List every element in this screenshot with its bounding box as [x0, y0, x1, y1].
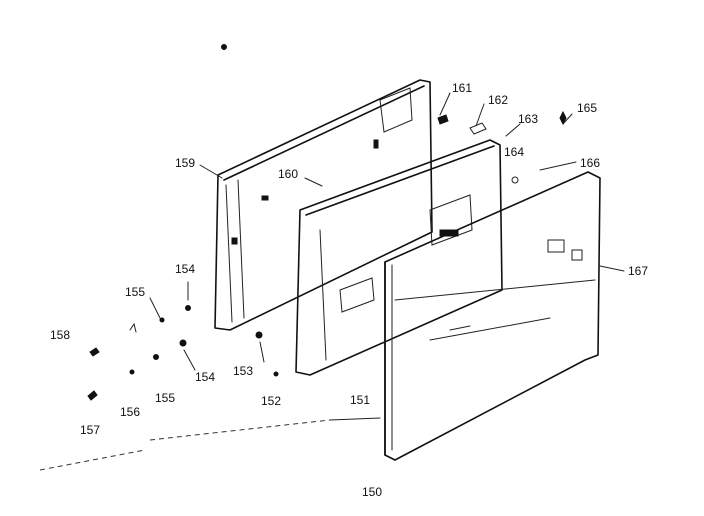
- label-160: 160: [278, 167, 298, 181]
- part-labels: 150 151 152 153 154 154 155 155 156 157 …: [50, 81, 648, 499]
- label-159: 159: [175, 156, 195, 170]
- label-154-top: 154: [175, 262, 195, 276]
- label-155-bottom: 155: [155, 391, 175, 405]
- part-162-bracket-icon: [469, 122, 487, 135]
- label-158: 158: [50, 328, 70, 342]
- label-154-bottom: 154: [195, 370, 215, 384]
- label-162: 162: [488, 93, 508, 107]
- label-163: 163: [518, 112, 538, 126]
- part-164-washer-icon: [511, 176, 519, 184]
- part-155-washer-icon: [159, 317, 165, 323]
- screw-icon: [221, 44, 227, 50]
- label-165: 165: [577, 101, 597, 115]
- part-156-pin-icon: [129, 369, 135, 375]
- part-167-front-panel: [384, 171, 601, 461]
- leader-lines: [149, 92, 625, 371]
- label-167: 167: [628, 264, 648, 278]
- part-155-washer-icon-2: [153, 354, 159, 360]
- part-157-screw-icon: [87, 390, 98, 401]
- label-152: 152: [261, 394, 281, 408]
- part-165-screw-icon: [559, 110, 567, 126]
- label-166: 166: [580, 156, 600, 170]
- part-152-pin-icon: [273, 371, 279, 377]
- small-hardware: [87, 44, 567, 401]
- label-155-top: 155: [125, 285, 145, 299]
- label-151: 151: [350, 393, 370, 407]
- part-154-nut-icon: [185, 305, 191, 311]
- label-150: 150: [362, 485, 382, 499]
- part-154-nut-icon-2: [179, 339, 187, 347]
- part-159-rear-panel: [214, 79, 433, 331]
- label-156: 156: [120, 405, 140, 419]
- projection-lines: [39, 417, 381, 471]
- part-153-nut-icon: [255, 331, 263, 339]
- part-161-clip-icon: [437, 114, 449, 125]
- label-161: 161: [452, 81, 472, 95]
- part-160-middle-frame: [295, 139, 503, 376]
- label-153: 153: [233, 364, 253, 378]
- label-164: 164: [504, 145, 524, 159]
- part-pin-icon: [129, 322, 137, 333]
- label-157: 157: [80, 423, 100, 437]
- part-158-screw-icon: [89, 347, 100, 357]
